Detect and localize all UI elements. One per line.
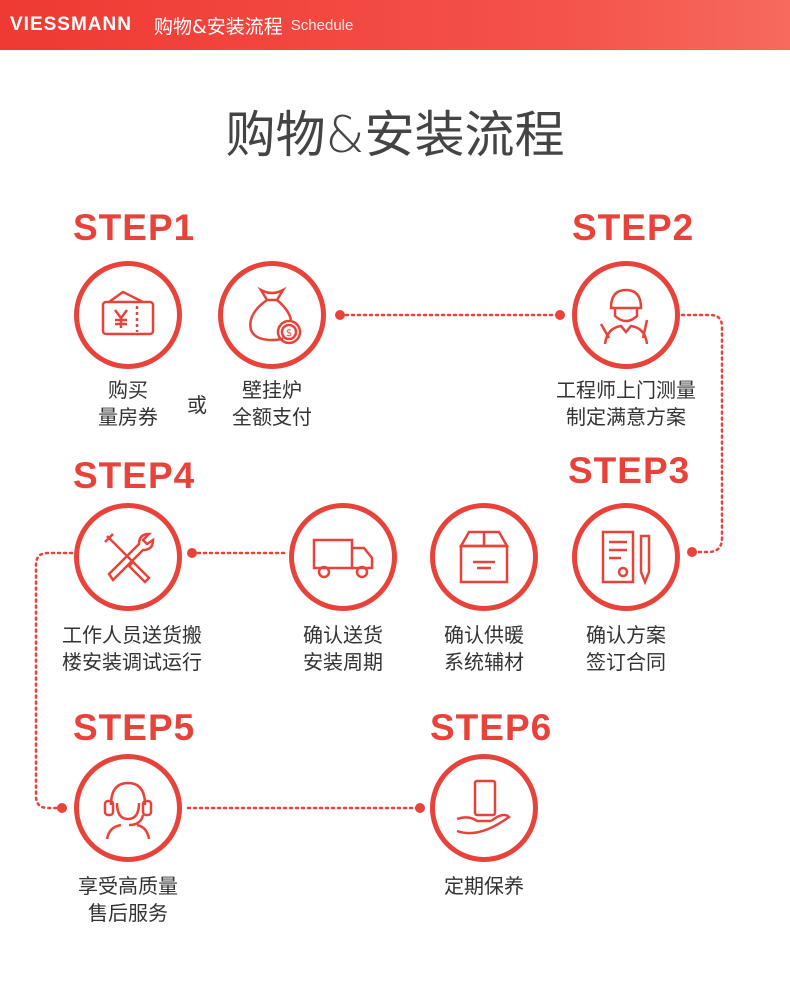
step4-heading: STEP4 (73, 455, 196, 496)
contract-label: 确认方案签订合同 (586, 623, 666, 674)
truck-icon (289, 503, 397, 611)
step6-heading: STEP6 (430, 707, 553, 748)
delivery-label: 确认送货安装周期 (303, 623, 383, 674)
money-bag-icon: $ (218, 261, 326, 369)
page-title: 购物&安装流程 (225, 106, 565, 164)
header-bar: VIESSMANN 购物&安装流程 Schedule (0, 0, 790, 50)
tools-icon (74, 503, 182, 611)
header-subtitle: Schedule (290, 16, 354, 34)
step5-heading: STEP5 (73, 707, 196, 748)
header-title: 购物&安装流程 (153, 15, 283, 38)
or-text: 或 (187, 393, 207, 417)
install-label: 工作人员送货搬楼安装调试运行 (62, 623, 202, 674)
engineer-label: 工程师上门测量制定满意方案 (556, 378, 696, 429)
step1-heading: STEP1 (73, 207, 196, 248)
materials-label: 确认供暖系统辅材 (444, 623, 524, 674)
svg-text:$: $ (286, 328, 292, 339)
maintenance-label: 定期保养 (444, 874, 524, 898)
phone-hand-icon (430, 754, 538, 862)
customer-service-headset-icon (74, 754, 182, 862)
step2-heading: STEP2 (572, 207, 695, 248)
voucher-icon (74, 261, 182, 369)
engineer-icon (572, 261, 680, 369)
contract-pen-icon (572, 503, 680, 611)
full-payment-label: 壁挂炉全额支付 (232, 378, 312, 429)
package-box-icon (430, 503, 538, 611)
viessmann-logo: VIESSMANN (10, 14, 132, 35)
step3-heading: STEP3 (568, 450, 691, 491)
voucher-label: 购买量房券 (98, 378, 158, 429)
service-label: 享受高质量售后服务 (78, 874, 178, 925)
